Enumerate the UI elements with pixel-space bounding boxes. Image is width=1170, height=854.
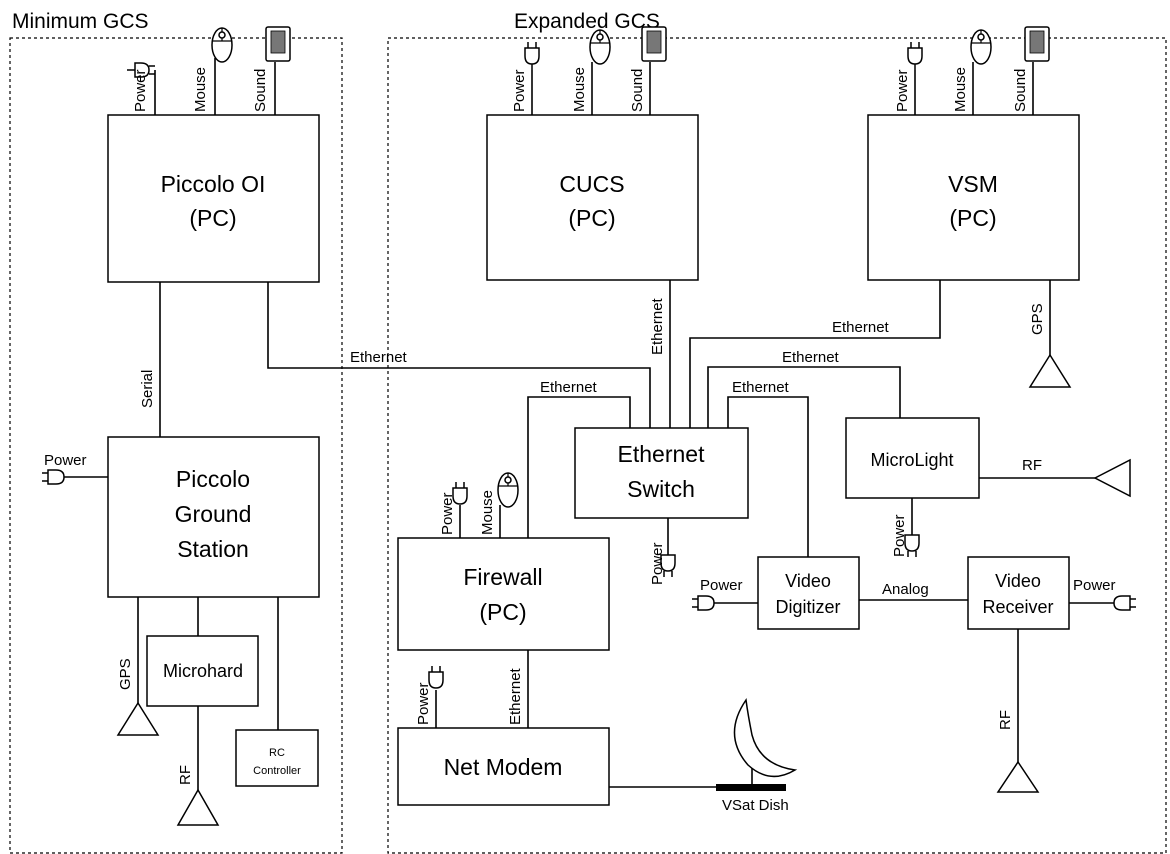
cucs-title: CUCS bbox=[559, 171, 624, 197]
analog-label: Analog bbox=[882, 581, 929, 598]
expanded-gcs-title: Expanded GCS bbox=[514, 10, 660, 33]
speaker-icon bbox=[1024, 26, 1050, 62]
ethernet-switch-box bbox=[574, 427, 749, 519]
microhard-box bbox=[146, 635, 259, 707]
power-plug-icon bbox=[1105, 595, 1136, 611]
power-plug-icon bbox=[907, 42, 923, 70]
vsm-peripherals: Power Mouse Sound bbox=[894, 26, 1050, 115]
digitizer-line2: Digitizer bbox=[775, 597, 840, 617]
antenna-icon bbox=[1028, 353, 1072, 388]
digitizer-line1: Video bbox=[785, 571, 831, 591]
minimum-gcs-frame bbox=[9, 37, 343, 854]
microhard-label: Microhard bbox=[163, 661, 243, 681]
cucs-power-label: Power bbox=[511, 69, 528, 112]
cucs-sound-label: Sound bbox=[629, 69, 646, 112]
net-modem-label: Net Modem bbox=[444, 754, 563, 780]
serial-label: Serial bbox=[139, 370, 156, 408]
mouse-icon bbox=[970, 29, 992, 65]
power-plug-icon bbox=[428, 666, 444, 689]
cucs-mouse-label: Mouse bbox=[571, 67, 588, 112]
receiver-rf-label: RF bbox=[997, 710, 1014, 730]
power-plug-icon bbox=[692, 595, 720, 611]
firewall-power-label: Power bbox=[439, 492, 456, 535]
vsm-sound-label: Sound bbox=[1012, 69, 1029, 112]
antenna-icon bbox=[996, 760, 1040, 793]
vsm-box bbox=[867, 114, 1080, 281]
rc-controller-box bbox=[235, 729, 319, 787]
ethernet-label-modem: Ethernet bbox=[507, 667, 524, 725]
expanded-gcs-frame bbox=[387, 37, 1167, 854]
microlight-power-label: Power bbox=[891, 514, 908, 557]
piccolo-gs-line1: Piccolo bbox=[176, 466, 250, 492]
gs-power-label: Power bbox=[44, 452, 87, 469]
firewall-mouse-label: Mouse bbox=[479, 490, 496, 535]
power-plug-icon bbox=[42, 469, 70, 485]
ethernet-label-vsm: Ethernet bbox=[832, 319, 890, 336]
vsm-gps-label: GPS bbox=[1029, 303, 1046, 335]
satellite-dish-icon bbox=[716, 697, 798, 791]
receiver-line1: Video bbox=[995, 571, 1041, 591]
ethernet-label-microlight: Ethernet bbox=[782, 349, 840, 366]
firewall-box bbox=[397, 537, 610, 651]
switch-line2: Switch bbox=[627, 476, 695, 502]
microlight-rf-label: RF bbox=[1022, 457, 1042, 474]
gps-label: GPS bbox=[117, 658, 134, 690]
mouse-label: Mouse bbox=[192, 67, 209, 112]
receiver-power-label: Power bbox=[1073, 577, 1116, 594]
video-digitizer-box bbox=[757, 556, 860, 630]
power-plug-icon bbox=[524, 42, 540, 70]
cucs-peripherals: Power Mouse Sound bbox=[511, 26, 667, 115]
mouse-icon bbox=[589, 29, 611, 65]
piccolo-oi-box bbox=[107, 114, 320, 283]
microlight-label: MicroLight bbox=[870, 450, 953, 470]
power-plug-icon bbox=[660, 554, 676, 577]
piccolo-gs-line3: Station bbox=[177, 536, 249, 562]
piccolo-oi-subtitle: (PC) bbox=[189, 205, 236, 231]
modem-power-label: Power bbox=[415, 682, 432, 725]
mouse-icon bbox=[211, 27, 233, 63]
ethernet-label-cucs: Ethernet bbox=[649, 297, 666, 355]
piccolo-oi-peripherals: Power Mouse Sound bbox=[126, 26, 291, 115]
power-label: Power bbox=[132, 69, 149, 112]
ethernet-label-firewall: Ethernet bbox=[540, 379, 598, 396]
power-plug-icon bbox=[452, 482, 468, 505]
vsm-mouse-label: Mouse bbox=[952, 67, 969, 112]
mouse-icon bbox=[497, 472, 519, 508]
vsat-dish-label: VSat Dish bbox=[722, 797, 789, 814]
rf-label: RF bbox=[177, 765, 194, 785]
rc-controller-line1: RC bbox=[269, 747, 285, 759]
antenna-icon bbox=[1093, 458, 1131, 498]
sound-label: Sound bbox=[252, 69, 269, 112]
antenna-icon bbox=[176, 788, 220, 826]
ethernet-label-digitizer: Ethernet bbox=[732, 379, 790, 396]
cucs-subtitle: (PC) bbox=[568, 205, 615, 231]
vsm-title: VSM bbox=[948, 171, 998, 197]
switch-line1: Ethernet bbox=[618, 441, 706, 467]
net-modem-box bbox=[397, 727, 610, 806]
cucs-box bbox=[486, 114, 699, 281]
antenna-icon bbox=[116, 701, 160, 736]
firewall-title: Firewall bbox=[463, 564, 542, 590]
piccolo-ground-station-box bbox=[107, 436, 320, 598]
speaker-icon bbox=[641, 26, 667, 62]
vsm-subtitle: (PC) bbox=[949, 205, 996, 231]
piccolo-gs-line2: Ground bbox=[175, 501, 252, 527]
vsm-power-label: Power bbox=[894, 69, 911, 112]
receiver-line2: Receiver bbox=[982, 597, 1053, 617]
ethernet-label-oi: Ethernet bbox=[350, 349, 408, 366]
switch-power-label: Power bbox=[649, 542, 666, 585]
rc-controller-line2: Controller bbox=[253, 765, 301, 777]
minimum-gcs-title: Minimum GCS bbox=[12, 10, 149, 33]
video-receiver-box bbox=[967, 556, 1070, 630]
firewall-subtitle: (PC) bbox=[479, 599, 526, 625]
power-plug-icon bbox=[904, 534, 920, 557]
speaker-icon bbox=[265, 26, 291, 62]
piccolo-oi-title: Piccolo OI bbox=[161, 171, 266, 197]
digitizer-power-label: Power bbox=[700, 577, 743, 594]
